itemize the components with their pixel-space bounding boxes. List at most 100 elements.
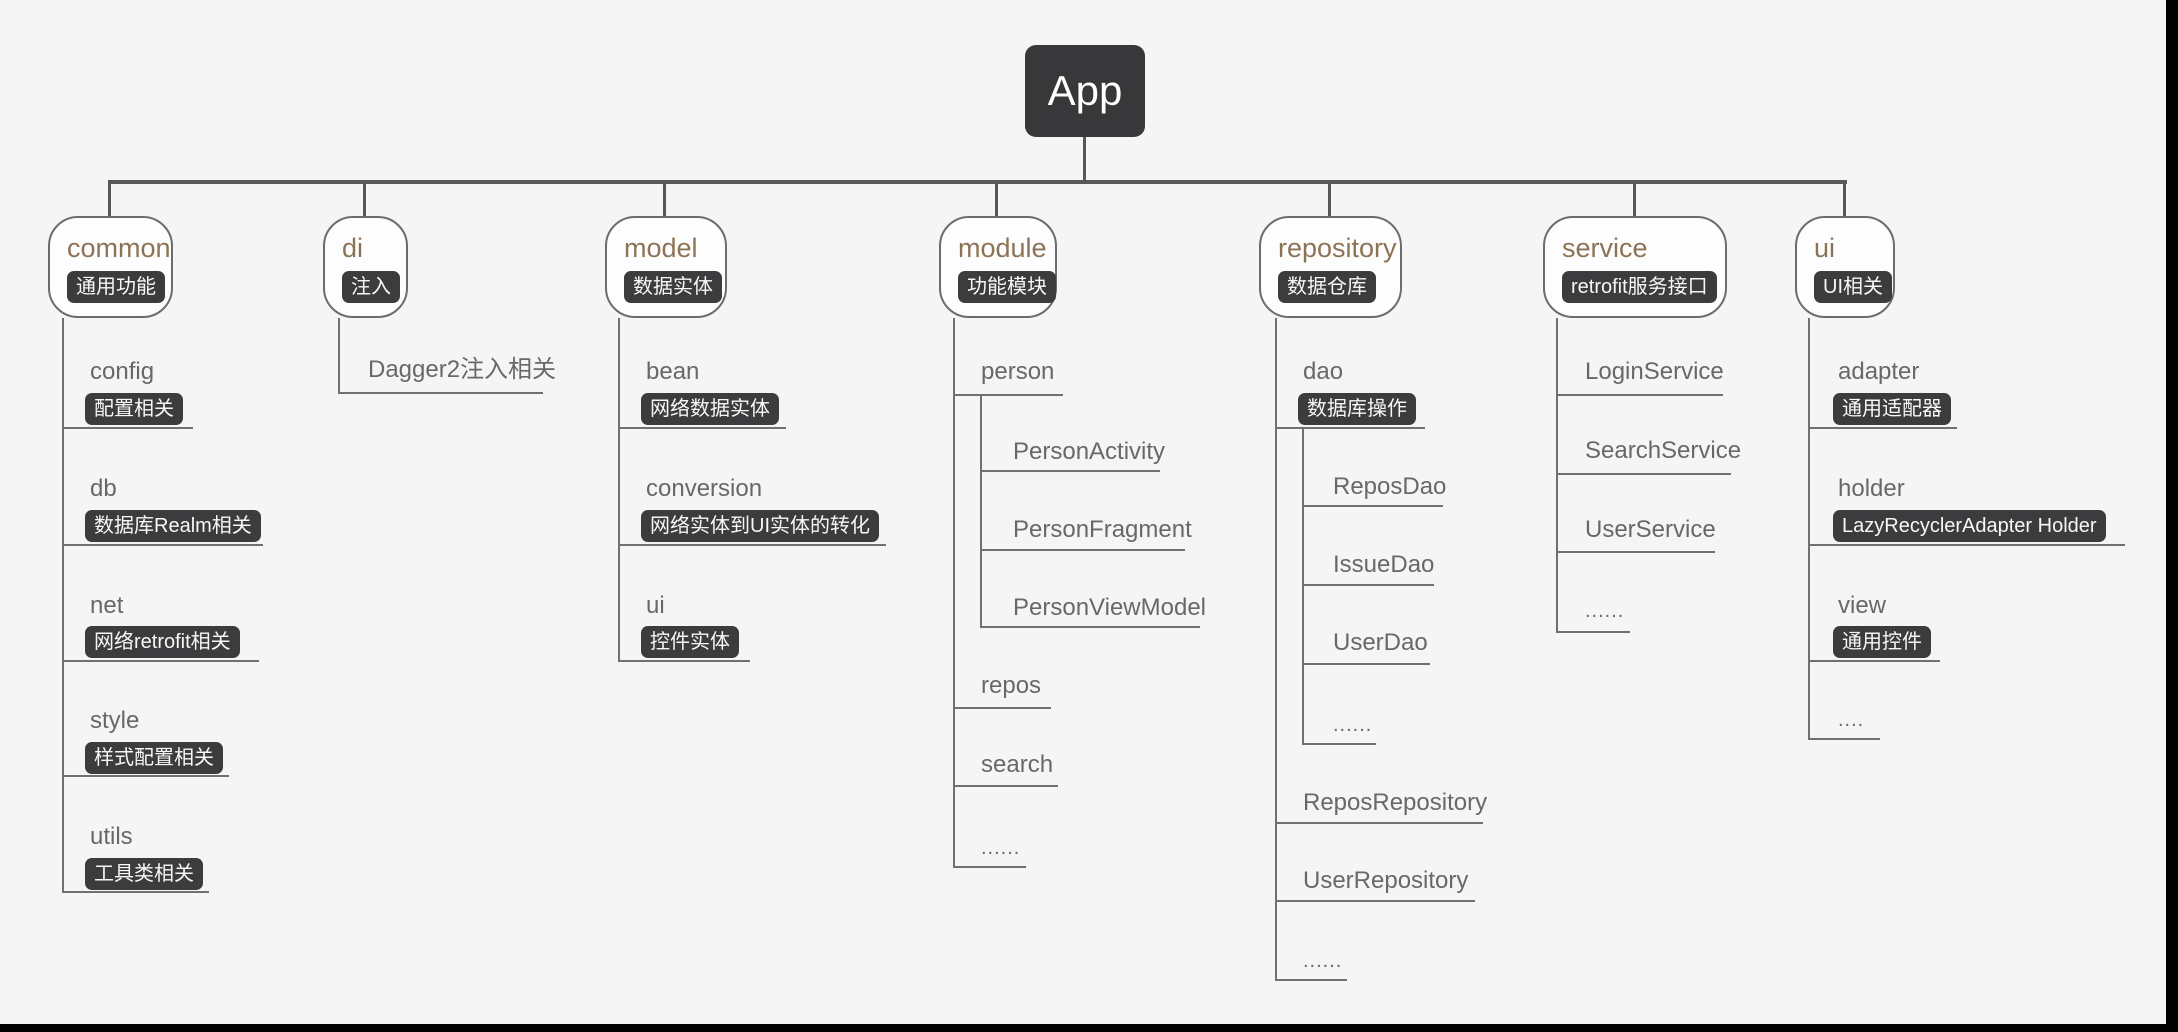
child-label-net[interactable]: net (90, 592, 124, 619)
child-underline (1556, 631, 1630, 633)
child-underline (1556, 551, 1715, 553)
branch-node-service[interactable]: service retrofit服务接口 (1543, 216, 1727, 318)
branch-badge: UI相关 (1814, 271, 1892, 304)
child-badge-model-ui[interactable]: 控件实体 (641, 626, 739, 658)
child-underline (1556, 473, 1731, 475)
child-label-db[interactable]: db (90, 475, 117, 502)
child-badge-db[interactable]: 数据库Realm相关 (85, 510, 261, 542)
root-node-label: App (1047, 67, 1123, 114)
child-label-reposdao[interactable]: ReposDao (1333, 473, 1447, 500)
child-label-reposrepository[interactable]: ReposRepository (1303, 789, 1488, 816)
child-badge-dao[interactable]: 数据库操作 (1298, 393, 1416, 425)
branch-badge: 数据实体 (624, 271, 722, 304)
branch-node-model[interactable]: model 数据实体 (605, 216, 727, 318)
child-badge-adapter[interactable]: 通用适配器 (1833, 393, 1951, 425)
child-underline (1808, 544, 2125, 546)
child-underline (1275, 900, 1475, 902)
root-node[interactable]: App (1025, 45, 1145, 137)
child-underline (62, 891, 209, 893)
child-label-loginservice[interactable]: LoginService (1585, 358, 1724, 385)
child-label-searchservice[interactable]: SearchService (1585, 437, 1742, 464)
branch-drop-service (1633, 182, 1636, 216)
child-underline (62, 544, 263, 546)
child-label-module-more[interactable]: ...... (981, 837, 1021, 859)
child-label-dao[interactable]: dao (1303, 358, 1344, 385)
branch-badge: 注入 (342, 271, 400, 304)
child-underline (62, 427, 193, 429)
spine-common (62, 318, 64, 893)
child-label-service-more[interactable]: ...... (1585, 600, 1625, 622)
child-badge-view[interactable]: 通用控件 (1833, 626, 1931, 658)
child-label-conversion[interactable]: conversion (646, 475, 763, 502)
child-label-model-ui[interactable]: ui (646, 592, 665, 619)
child-underline (618, 660, 750, 662)
branch-badge: retrofit服务接口 (1562, 271, 1717, 304)
spine-person (980, 394, 982, 628)
child-badge-bean[interactable]: 网络数据实体 (641, 393, 779, 425)
child-label-adapter[interactable]: adapter (1838, 358, 1920, 385)
child-underline (953, 394, 1063, 396)
child-label-repos[interactable]: repos (981, 672, 1042, 699)
child-label-dagger2[interactable]: Dagger2注入相关 (368, 356, 557, 383)
root-drop-line (1083, 137, 1086, 182)
child-label-userdao[interactable]: UserDao (1333, 629, 1428, 656)
child-label-userservice[interactable]: UserService (1585, 516, 1716, 543)
child-label-ui-more[interactable]: .... (1838, 709, 1865, 731)
child-underline (618, 427, 786, 429)
child-label-dao-more[interactable]: ...... (1333, 714, 1373, 736)
spine-service (1556, 318, 1558, 633)
spine-repository (1275, 318, 1277, 981)
child-underline (953, 707, 1051, 709)
child-badge-style[interactable]: 样式配置相关 (85, 742, 223, 774)
child-label-holder[interactable]: holder (1838, 475, 1905, 502)
child-underline (980, 549, 1185, 551)
child-label-personactivity[interactable]: PersonActivity (1013, 438, 1166, 465)
child-underline (1556, 394, 1723, 396)
child-label-utils[interactable]: utils (90, 823, 133, 850)
child-label-style[interactable]: style (90, 707, 140, 734)
branch-title: model (624, 233, 698, 263)
child-label-person[interactable]: person (981, 358, 1055, 385)
child-label-issuedao[interactable]: IssueDao (1333, 551, 1435, 578)
child-underline (1275, 979, 1347, 981)
spine-dao (1302, 427, 1304, 745)
child-badge-net[interactable]: 网络retrofit相关 (85, 626, 240, 658)
child-underline (1302, 584, 1434, 586)
child-underline (953, 866, 1026, 868)
branch-title: di (342, 233, 364, 263)
child-label-search[interactable]: search (981, 751, 1054, 778)
child-underline (1808, 738, 1880, 740)
branch-drop-common (108, 182, 111, 216)
branch-drop-repository (1328, 182, 1331, 216)
branch-node-ui[interactable]: ui UI相关 (1795, 216, 1895, 318)
branch-node-common[interactable]: common 通用功能 (48, 216, 173, 318)
child-label-config[interactable]: config (90, 358, 155, 385)
child-badge-utils[interactable]: 工具类相关 (85, 858, 203, 890)
top-connector-line (108, 180, 1847, 184)
spine-model (618, 318, 620, 662)
child-underline (1808, 660, 1940, 662)
child-label-view[interactable]: view (1838, 592, 1887, 619)
right-edge-bar (2166, 0, 2178, 1032)
child-badge-conversion[interactable]: 网络实体到UI实体的转化 (641, 510, 879, 542)
child-badge-config[interactable]: 配置相关 (85, 393, 183, 425)
branch-badge: 功能模块 (958, 271, 1056, 304)
child-label-repository-more[interactable]: ...... (1303, 950, 1343, 972)
branch-drop-model (663, 182, 666, 216)
branch-badge: 数据仓库 (1278, 271, 1376, 304)
child-label-bean[interactable]: bean (646, 358, 700, 385)
child-underline (980, 470, 1160, 472)
child-label-userrepository[interactable]: UserRepository (1303, 867, 1469, 894)
branch-title: repository (1278, 233, 1397, 263)
child-label-personfragment[interactable]: PersonFragment (1013, 516, 1192, 543)
branch-node-module[interactable]: module 功能模块 (939, 216, 1057, 318)
child-underline (1275, 822, 1483, 824)
child-underline (62, 775, 229, 777)
child-underline (62, 660, 259, 662)
child-underline (1808, 427, 1957, 429)
branch-title: ui (1814, 233, 1836, 263)
branch-node-repository[interactable]: repository 数据仓库 (1259, 216, 1402, 318)
child-badge-holder[interactable]: LazyRecyclerAdapter Holder (1833, 510, 2106, 542)
child-label-personviewmodel[interactable]: PersonViewModel (1013, 594, 1206, 621)
branch-node-di[interactable]: di 注入 (323, 216, 408, 318)
